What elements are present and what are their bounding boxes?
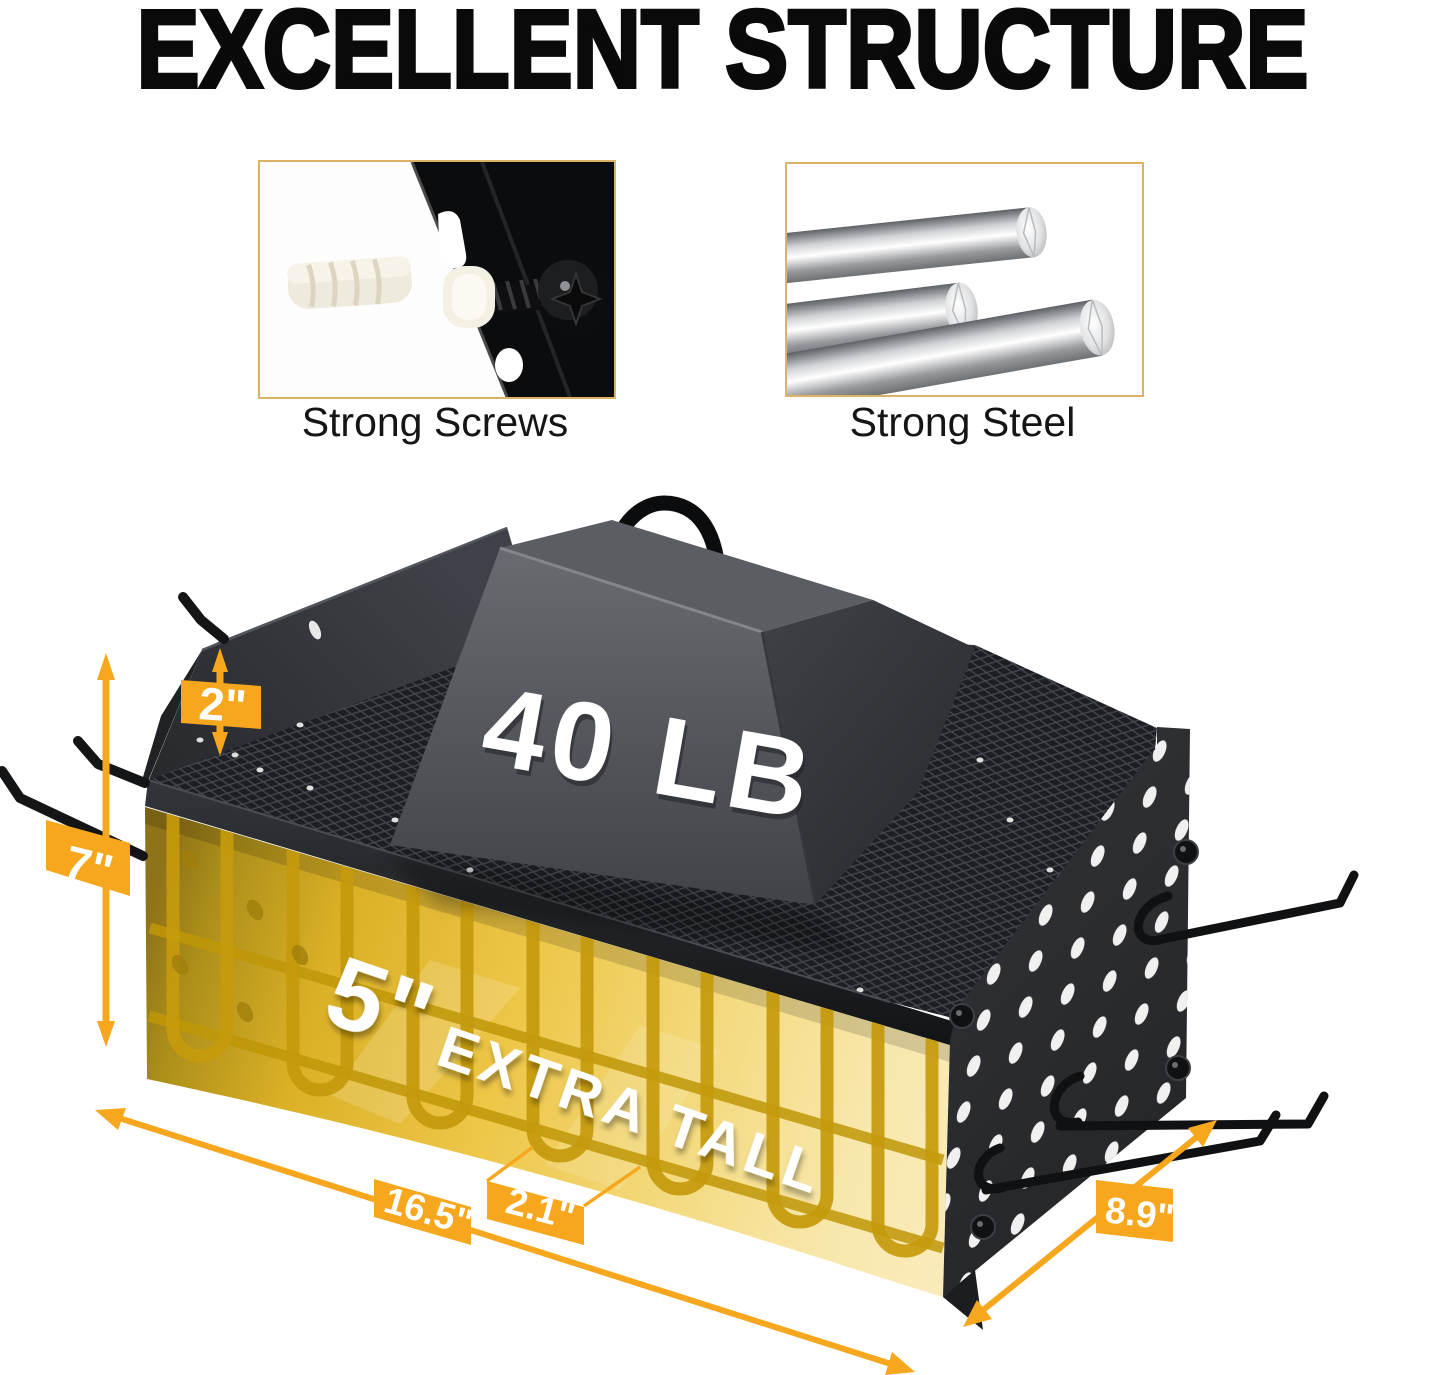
page-title: EXCELLENT STRUCTURE: [135, 0, 1310, 113]
svg-text:2.1": 2.1": [502, 1180, 579, 1237]
caption-strong-screws: Strong Screws: [301, 399, 569, 445]
plate-hole: [495, 348, 523, 382]
svg-text:16.5": 16.5": [380, 1179, 477, 1243]
feature-panel-screws: [258, 160, 616, 399]
strong-screws-image: [260, 162, 614, 397]
steel-rod-icon: [787, 207, 1115, 395]
svg-text:8.9": 8.9": [1103, 1189, 1176, 1238]
dimensions: 7" 2" 16.5" 2.1" 8.9": [46, 648, 1217, 1375]
front-face: 5" EXTRA TALL: [145, 807, 950, 1297]
back-lip-wall: [148, 527, 540, 800]
svg-text:2": 2": [197, 677, 248, 732]
dim-badges: 7" 2" 16.5" 2.1" 8.9": [46, 677, 1176, 1245]
right-pegboard-panel: [943, 727, 1199, 1330]
panel-screws: [949, 839, 1199, 1240]
caption-strong-steel: Strong Steel: [849, 399, 1076, 445]
right-hooks: [974, 870, 1359, 1195]
weight-block: 40 LB 40 LB: [390, 495, 975, 906]
wall-anchor-icon: [287, 256, 413, 309]
strong-steel-image: [787, 164, 1142, 395]
screw-icon: [443, 260, 613, 336]
feature-panel-steel: [785, 162, 1144, 397]
tool-slot-rods: [166, 809, 939, 1258]
keyhole-slot: [438, 211, 467, 268]
